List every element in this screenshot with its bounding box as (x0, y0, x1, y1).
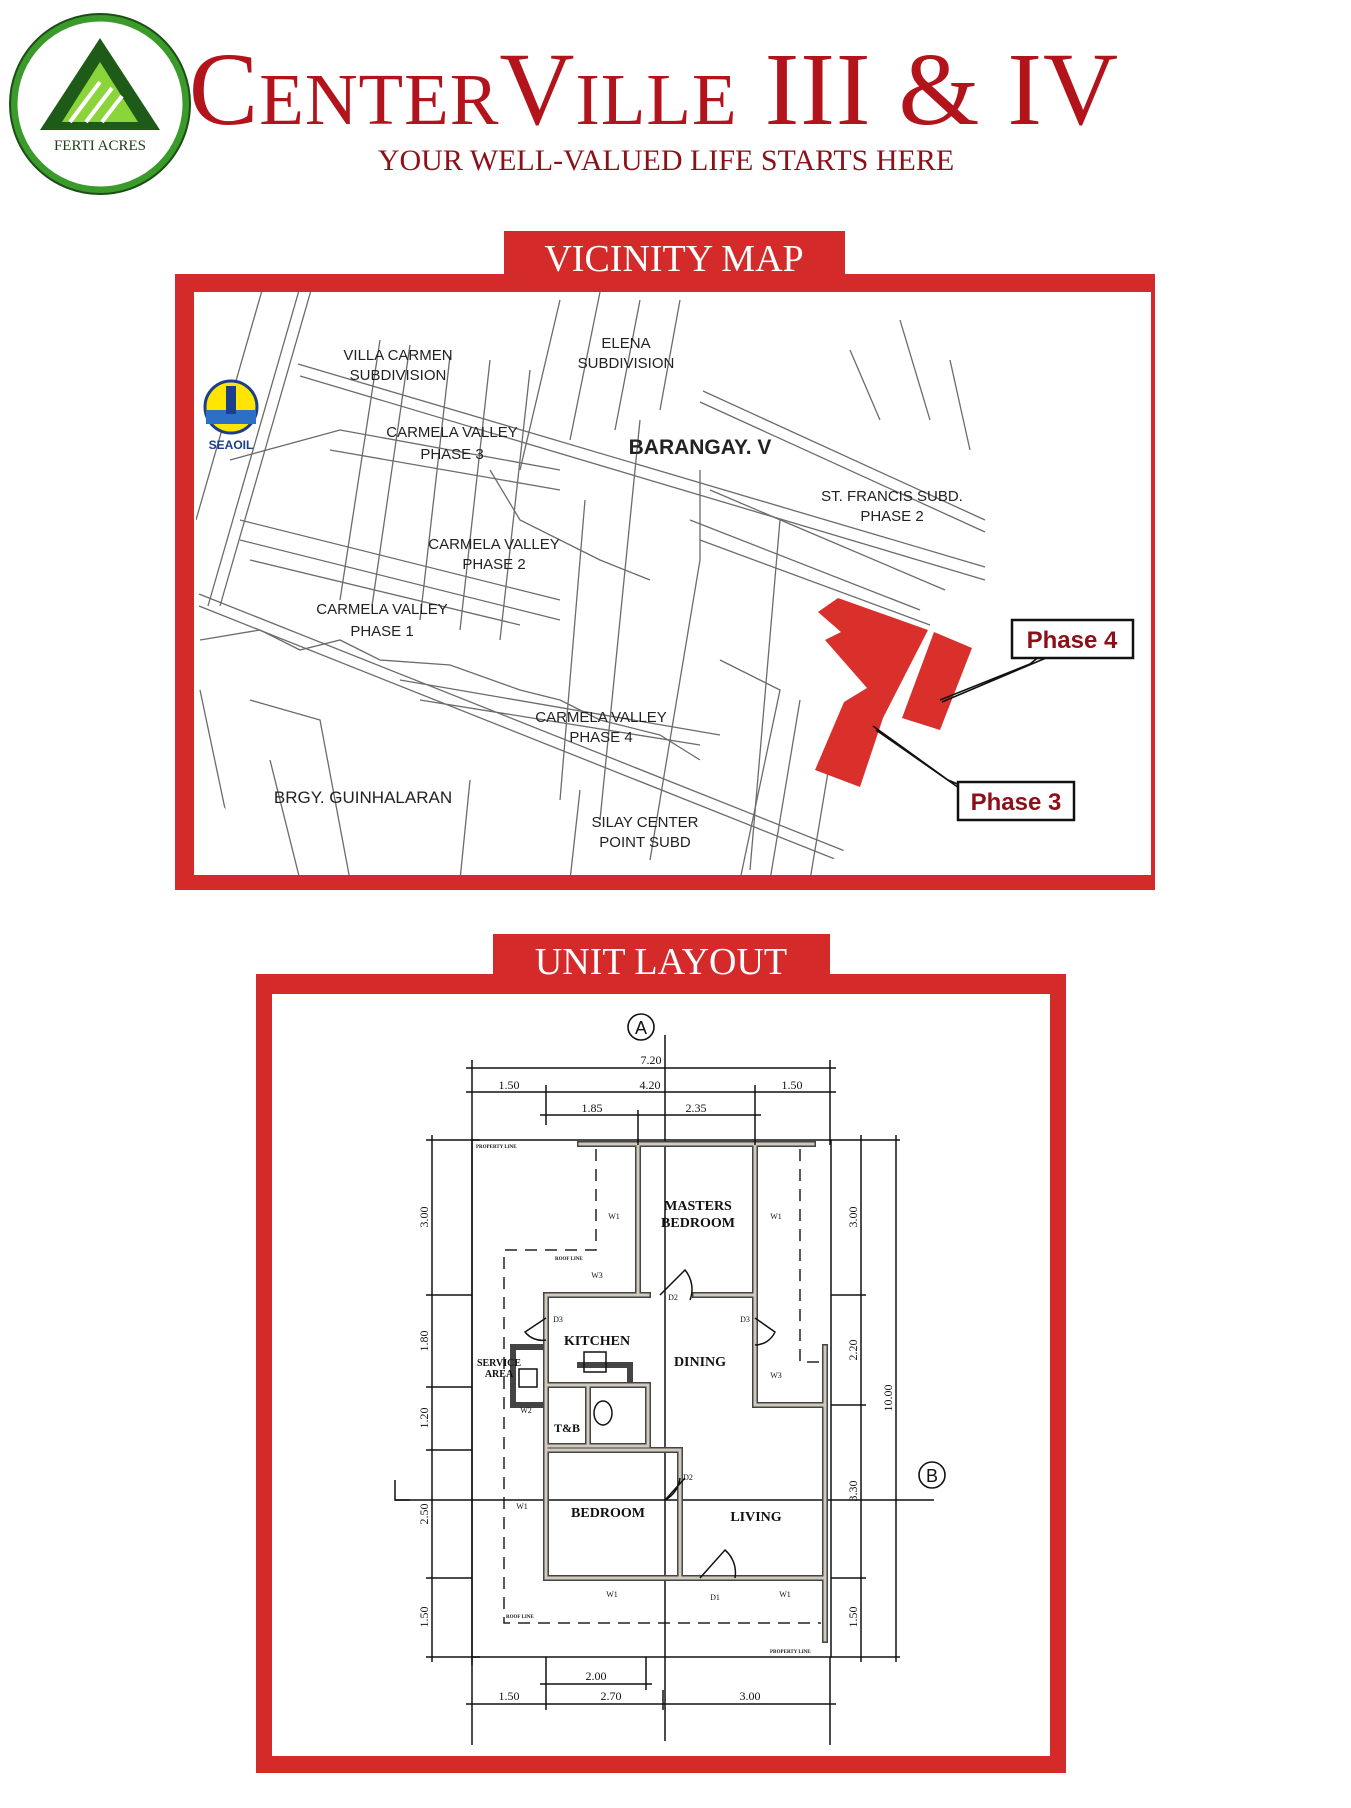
vicinity-map-section: VICINITY MAP (175, 231, 1155, 890)
dim-top-sub-left: 1.85 (582, 1101, 603, 1115)
dim-top-mid: 4.20 (640, 1078, 661, 1092)
dim-bottom-left: 1.50 (499, 1689, 520, 1703)
room-living: LIVING (730, 1510, 781, 1525)
label-st-francis: ST. FRANCIS SUBD. (821, 488, 963, 505)
roof-line-note: ROOF LINE (555, 1257, 583, 1262)
grid-marker-a: A (627, 1013, 655, 1041)
label-guinhalaran: BRGY. GUINHALARAN (274, 788, 452, 807)
property-line-note-2: PROPERTY LINE (770, 1650, 811, 1655)
floor-plan: PROPERTY LINE PROPERTY LINE ROOF LINE RO… (394, 1013, 946, 1745)
tag-w2: W2 (520, 1406, 532, 1415)
dim-bottom-sub: 2.00 (586, 1669, 607, 1683)
roof-line (503, 1149, 821, 1624)
tag-w1: W1 (606, 1590, 618, 1599)
tag-w3: W3 (591, 1271, 603, 1280)
phase-4-label: Phase 4 (1027, 627, 1118, 654)
tag-d2: D2 (668, 1293, 678, 1302)
room-masters-bedroom: MASTERS (664, 1199, 732, 1214)
dim-bottom-mid: 2.70 (601, 1689, 622, 1703)
map-title: VICINITY MAP (544, 238, 803, 280)
dim-top-left: 1.50 (499, 1078, 520, 1092)
room-bedroom: BEDROOM (571, 1506, 645, 1521)
room-kitchen: KITCHEN (564, 1334, 630, 1349)
road-network (196, 292, 986, 875)
grid-a-label: A (635, 1018, 647, 1038)
map-title-tab (504, 231, 845, 283)
phase-3-label: Phase 3 (971, 789, 1062, 816)
tag-d3: D3 (740, 1315, 750, 1324)
phase-3-lot[interactable] (815, 598, 928, 787)
label-elena: ELENA (601, 335, 650, 352)
dim-right: 3.00 (846, 1207, 860, 1228)
tag-w1: W1 (779, 1590, 791, 1599)
label-villa-carmen-2: SUBDIVISION (350, 367, 447, 384)
dim-right: 3.30 (846, 1481, 860, 1502)
tag-w3: W3 (770, 1371, 782, 1380)
tag-w1: W1 (770, 1212, 782, 1221)
label-barangay-v: BARANGAY. V (629, 436, 772, 459)
dim-top-total: 7.20 (641, 1053, 662, 1067)
layout-title: UNIT LAYOUT (535, 941, 787, 983)
seaoil-logo: SEAOIL (203, 379, 259, 452)
phase-3-leader (872, 725, 963, 791)
label-villa-carmen: VILLA CARMEN (343, 347, 452, 364)
dim-left: 1.80 (417, 1331, 431, 1352)
walls (510, 1141, 828, 1643)
dim-left: 1.50 (417, 1607, 431, 1628)
layout-title-tab (493, 934, 830, 986)
label-silay-2: POINT SUBD (599, 834, 691, 851)
grid-b-label: B (926, 1466, 938, 1486)
tag-w1: W1 (516, 1502, 528, 1511)
seaoil-label: SEAOIL (209, 438, 254, 452)
label-elena-2: SUBDIVISION (578, 355, 675, 372)
dim-left: 3.00 (417, 1207, 431, 1228)
tag-d2: D2 (683, 1473, 693, 1482)
grid-marker-b: B (918, 1461, 946, 1489)
label-cv3: CARMELA VALLEY (386, 424, 517, 441)
label-st-francis-2: PHASE 2 (860, 508, 923, 525)
label-cv4: CARMELA VALLEY (535, 709, 666, 726)
label-cv2-2: PHASE 2 (462, 556, 525, 573)
tag-d3: D3 (553, 1315, 563, 1324)
tag-d1: D1 (710, 1593, 720, 1602)
room-masters-bedroom-2: BEDROOM (661, 1216, 735, 1231)
dimensions: 7.20 1.50 4.20 1.50 1.85 2.35 3.00 1.80 … (417, 1053, 900, 1745)
unit-layout-section: UNIT LAYOUT PROPERTY LINE PROPERTY LINE … (256, 934, 1066, 1773)
window-door-tags: W1 W1 W3 W3 D2 D2 D3 D3 W2 W1 W1 D1 W1 (516, 1212, 791, 1602)
label-cv4-2: PHASE 4 (569, 729, 632, 746)
map-labels: VILLA CARMEN SUBDIVISION ELENA SUBDIVISI… (274, 335, 963, 851)
phase-4-label-box (1010, 618, 1135, 660)
phase-3-label-box (956, 780, 1076, 822)
page-title: CenterVille III & IV (189, 32, 1119, 147)
ferti-acres-logo: FERTI ACRES (9, 13, 191, 195)
room-dining: DINING (674, 1355, 726, 1370)
label-cv1: CARMELA VALLEY (316, 601, 447, 618)
label-silay: SILAY CENTER (592, 814, 699, 831)
dim-right: 1.50 (846, 1607, 860, 1628)
room-service-area-2: AREA (485, 1369, 514, 1380)
dim-right: 2.20 (846, 1340, 860, 1361)
dim-left: 2.50 (417, 1504, 431, 1525)
label-cv1-2: PHASE 1 (350, 623, 413, 640)
tagline: YOUR WELL-VALUED LIFE STARTS HERE (378, 144, 954, 177)
dim-top-right: 1.50 (782, 1078, 803, 1092)
dim-top-sub-right: 2.35 (686, 1101, 707, 1115)
dim-left: 1.20 (417, 1408, 431, 1429)
property-line-note: PROPERTY LINE (476, 1145, 517, 1150)
room-service-area: SERVICE (477, 1358, 521, 1369)
dim-bottom-right: 3.00 (740, 1689, 761, 1703)
label-cv3-2: PHASE 3 (420, 446, 483, 463)
phase-4-lot[interactable] (902, 632, 972, 730)
tag-w1: W1 (608, 1212, 620, 1221)
logo-text: FERTI ACRES (54, 138, 146, 154)
roof-line-note-2: ROOF LINE (506, 1615, 534, 1620)
label-cv2: CARMELA VALLEY (428, 536, 559, 553)
room-toilet-bath: T&B (554, 1421, 580, 1435)
dim-right-total: 10.00 (881, 1385, 895, 1412)
